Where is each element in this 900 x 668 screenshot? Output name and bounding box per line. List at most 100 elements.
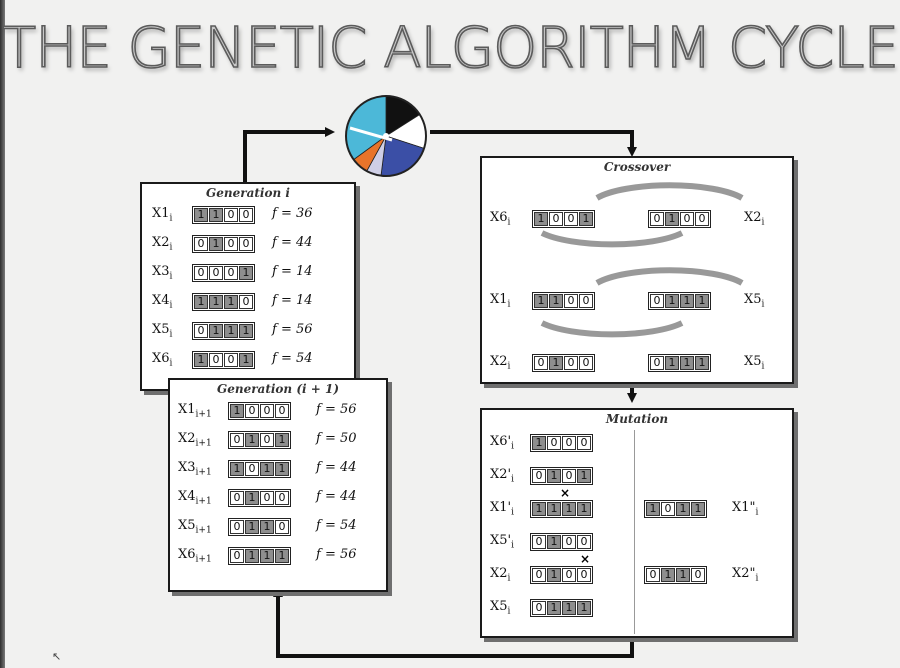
crossover-right-label: X2i	[744, 210, 765, 228]
bit-cell: 1	[260, 462, 274, 476]
bit-cell: 0	[194, 266, 208, 280]
bit-cell: 1	[230, 404, 244, 418]
bit-cell: 0	[549, 212, 563, 226]
fitness-value: f = 50	[316, 431, 357, 446]
bit-cell: 1	[532, 436, 546, 450]
bit-cell: 0	[275, 491, 289, 505]
bit-cell: 1	[661, 568, 675, 582]
bit-cell: 1	[230, 462, 244, 476]
bit-cell: 0	[691, 568, 705, 582]
bit-cell: 1	[549, 356, 563, 370]
bit-cell: 1	[549, 294, 563, 308]
bit-cell: 1	[209, 208, 223, 222]
bit-cell: 0	[562, 436, 576, 450]
left-edge-bar	[0, 0, 5, 668]
bit-cell: 1	[577, 469, 591, 483]
bit-cell: 0	[260, 491, 274, 505]
bit-cell: 0	[562, 568, 576, 582]
bit-cell: 0	[230, 520, 244, 534]
chromosome-label: X2i	[152, 235, 173, 253]
bit-cell: 1	[695, 356, 709, 370]
bit-cell: 0	[194, 324, 208, 338]
chromosome-label: X1i+1	[178, 402, 212, 420]
bit-cell: 1	[224, 324, 238, 338]
page-title: THE GENETIC ALGORITHM CYCLE	[1, 15, 900, 82]
mutation-title: Mutation	[605, 412, 669, 426]
chromosome-label: X6i+1	[178, 547, 212, 565]
bit-cell: 0	[579, 356, 593, 370]
bit-cell: 1	[245, 491, 259, 505]
bit-cell: 0	[239, 208, 253, 222]
bit-cell: 1	[209, 295, 223, 309]
bit-cell: 1	[275, 549, 289, 563]
bit-cell: 0	[564, 294, 578, 308]
mutation-label: X5i	[490, 599, 511, 617]
bit-cell: 0	[564, 356, 578, 370]
fitness-value: f = 56	[316, 402, 357, 417]
bit-cell: 1	[194, 353, 208, 367]
bit-cell: 0	[650, 212, 664, 226]
bit-cell: 0	[532, 601, 546, 615]
bit-cell: 1	[209, 237, 223, 251]
mutation-label: X6'i	[490, 434, 514, 452]
bit-cell: 1	[275, 433, 289, 447]
bit-cell: 1	[534, 212, 548, 226]
chromosome-label: X3i+1	[178, 460, 212, 478]
arrow-to-next-generation	[273, 587, 634, 658]
bit-cell: 0	[224, 266, 238, 280]
bit-cell: 0	[577, 568, 591, 582]
chromosome-label: X4i	[152, 293, 173, 311]
bit-cell: 1	[695, 294, 709, 308]
crossover-right-label: X5i	[744, 354, 765, 372]
crossover-swap-arrows	[540, 182, 744, 338]
arrow-to-crossover	[430, 130, 637, 157]
bit-cell: 1	[547, 469, 561, 483]
bit-cell: 1	[691, 502, 705, 516]
arrow-to-selection	[243, 127, 335, 182]
crossover-left-label: X2i	[490, 354, 511, 372]
fitness-value: f = 44	[316, 460, 357, 475]
fitness-value: f = 14	[272, 293, 313, 308]
chromosome-label: X3i	[152, 264, 173, 282]
bit-cell: 1	[239, 353, 253, 367]
roulette-rim	[345, 95, 427, 177]
bit-cell: 1	[547, 502, 561, 516]
mutation-label: X5'i	[490, 533, 514, 551]
chromosome-label: X5i	[152, 322, 173, 340]
bit-cell: 0	[245, 462, 259, 476]
bit-cell: 1	[547, 568, 561, 582]
bit-cell: 1	[209, 324, 223, 338]
bit-cell: 0	[562, 469, 576, 483]
mutation-label: X2'i	[490, 467, 514, 485]
bit-cell: 1	[547, 601, 561, 615]
mutated-label: X2"i	[732, 566, 759, 584]
bit-cell: 0	[224, 208, 238, 222]
bit-cell: 0	[577, 436, 591, 450]
bit-cell: 0	[579, 294, 593, 308]
bit-cell: 1	[260, 520, 274, 534]
bit-cell: 0	[260, 404, 274, 418]
bit-cell: 0	[661, 502, 675, 516]
bit-cell: 1	[532, 502, 546, 516]
mutation-mark-icon: ×	[580, 552, 591, 566]
bit-cell: 0	[532, 469, 546, 483]
bit-cell: 0	[564, 212, 578, 226]
bit-cell: 1	[245, 433, 259, 447]
bit-cell: 0	[239, 237, 253, 251]
bit-cell: 0	[224, 353, 238, 367]
bit-cell: 0	[532, 535, 546, 549]
bit-cell: 0	[224, 237, 238, 251]
